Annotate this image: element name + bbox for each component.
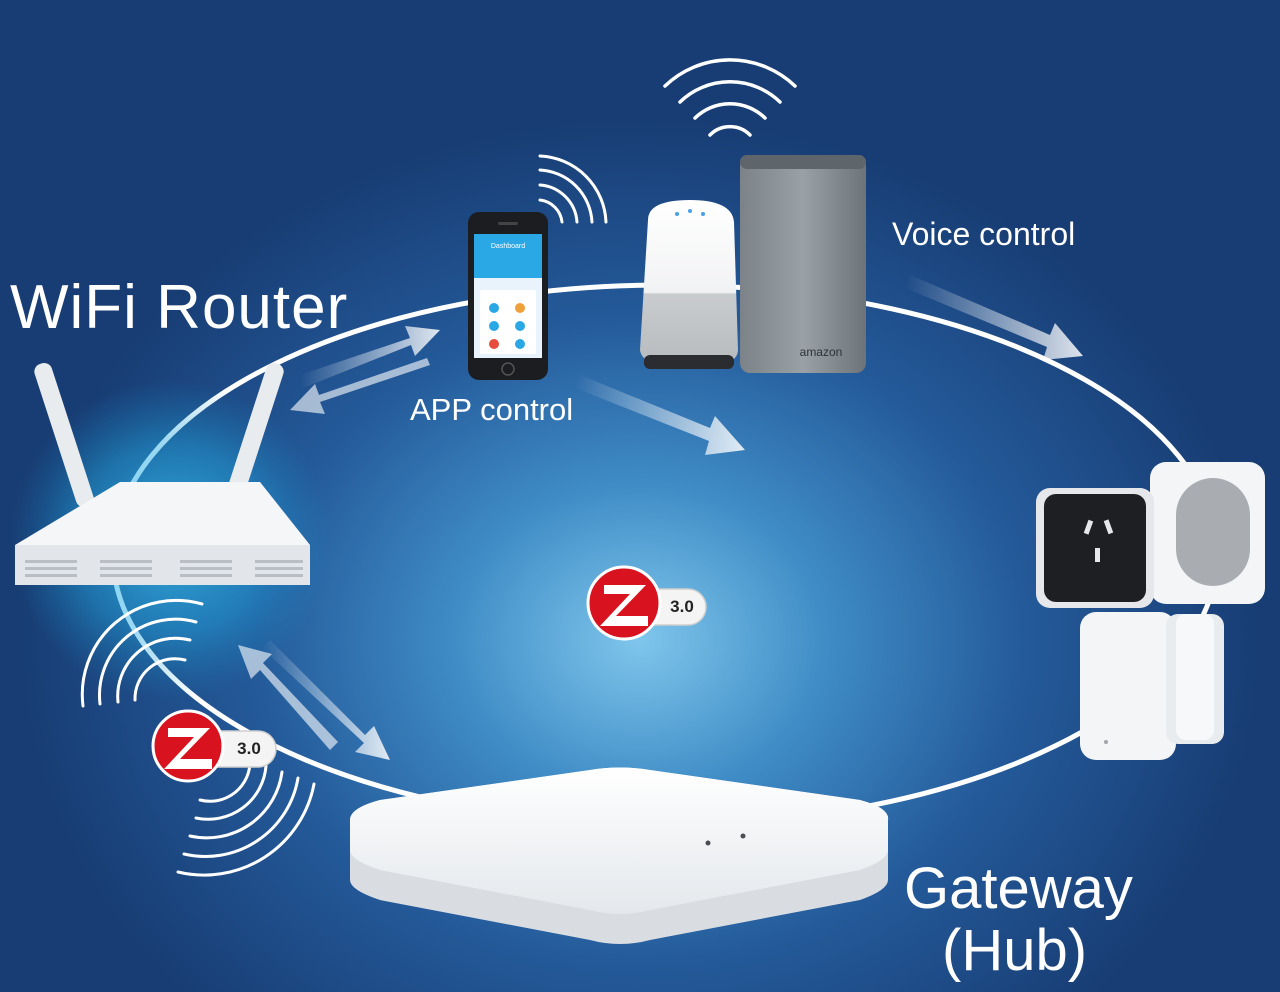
motion-sensor-icon — [1150, 462, 1265, 604]
wifi-waves-icon — [663, 58, 797, 137]
phone-screen-title: Dashboard — [491, 243, 525, 250]
wifi-router-icon — [15, 362, 310, 585]
zigbee-logo-icon — [151, 709, 277, 783]
door-sensor-icon — [1080, 612, 1224, 760]
wifi-waves-icon — [80, 598, 316, 877]
zigbee-version-label: 3.0 — [670, 597, 694, 616]
smart-speaker-icon — [640, 200, 738, 369]
zigbee-version-label: 3.0 — [237, 739, 261, 758]
hub-label: (Hub) — [942, 918, 1088, 983]
wifi-waves-icon — [538, 154, 608, 224]
speaker-brand-logo: amazon — [800, 345, 843, 359]
gateway-label: Gateway — [904, 856, 1133, 921]
gateway-hub-icon — [350, 767, 889, 944]
voice-control-label: Voice control — [892, 216, 1076, 252]
arrow-icon — [238, 275, 1083, 760]
router-label: WiFi Router — [10, 273, 349, 342]
smart-plug-icon — [1036, 488, 1154, 608]
zigbee-logo-icon — [586, 565, 707, 641]
smartphone-icon — [468, 212, 548, 380]
echo-speaker-icon — [740, 155, 866, 373]
app-control-label: APP control — [410, 392, 574, 427]
